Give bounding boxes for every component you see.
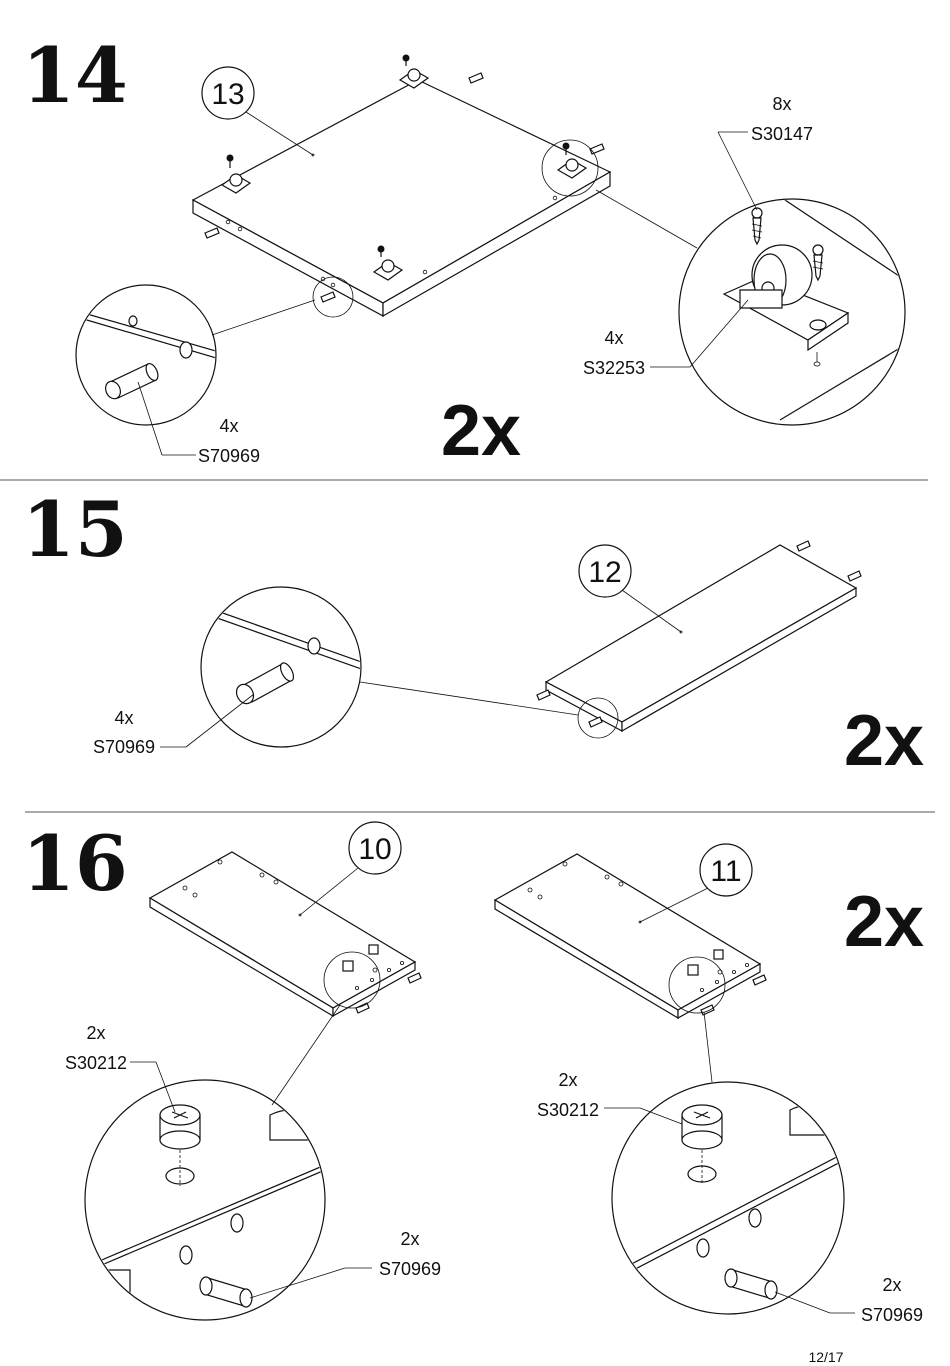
cam-lock-icon — [159, 1104, 201, 1150]
panel-10-board — [148, 851, 417, 1018]
fittings-detail — [611, 1011, 845, 1315]
panel-12-board — [544, 544, 858, 733]
callout-qty: 8x — [772, 94, 791, 114]
callout-qty: 4x — [219, 416, 238, 436]
step-14: 14 — [22, 31, 906, 471]
part-label: 11 — [710, 855, 741, 888]
step-number: 15 — [22, 485, 128, 574]
castor-icon — [220, 154, 252, 194]
dowel-icon — [204, 72, 605, 303]
part-label-circle — [201, 66, 255, 120]
callout-qty: 2x — [86, 1023, 105, 1043]
detail-marker — [541, 139, 599, 197]
dowel-icon — [355, 972, 422, 1014]
step-number: 16 — [22, 819, 128, 908]
castor-detail — [595, 189, 906, 426]
detail-marker — [577, 697, 619, 739]
part-label-circle — [578, 544, 632, 598]
detail-marker — [312, 276, 354, 318]
callout-qty: 4x — [114, 708, 133, 728]
callout-code: S32253 — [583, 358, 645, 378]
castor-icon — [398, 54, 430, 89]
callout-code: S70969 — [379, 1259, 441, 1279]
dowel-detail — [200, 586, 579, 748]
cam-lock-icon — [342, 944, 379, 972]
dowel-icon — [536, 540, 862, 728]
step-number: 14 — [22, 31, 128, 120]
cam-lock-icon — [687, 949, 724, 976]
part-label-circle — [699, 843, 753, 897]
step-15: 15 12 — [22, 485, 924, 781]
castor-icon — [372, 245, 404, 281]
callout-qty: 2x — [558, 1070, 577, 1090]
part-label-circle — [348, 821, 402, 875]
screw-icon — [812, 244, 824, 282]
callout-code: S30147 — [751, 124, 813, 144]
callout-code: S70969 — [861, 1305, 923, 1325]
callout-qty: 2x — [400, 1229, 419, 1249]
page-number: 12/17 — [808, 1349, 843, 1365]
callout-code: S30212 — [537, 1100, 599, 1120]
dowel-detail — [75, 284, 316, 426]
step-16: 16 10 — [22, 819, 924, 1325]
quantity-multiplier: 2x — [844, 882, 924, 962]
callout-code: S70969 — [198, 446, 260, 466]
callout-qty: 4x — [604, 328, 623, 348]
callout-code: S70969 — [93, 737, 155, 757]
castor-icon — [556, 142, 588, 179]
part-label: 13 — [211, 78, 244, 111]
part-label: 12 — [588, 556, 621, 589]
detail-marker — [668, 956, 726, 1014]
part-label: 10 — [358, 833, 391, 866]
quantity-multiplier: 2x — [441, 391, 521, 471]
callout-qty: 2x — [882, 1275, 901, 1295]
quantity-multiplier: 2x — [844, 701, 924, 781]
detail-marker — [323, 951, 381, 1009]
screw-icon — [751, 207, 763, 246]
callout-code: S30212 — [65, 1053, 127, 1073]
cam-lock-icon — [681, 1104, 723, 1150]
panel-13-board — [191, 79, 612, 318]
